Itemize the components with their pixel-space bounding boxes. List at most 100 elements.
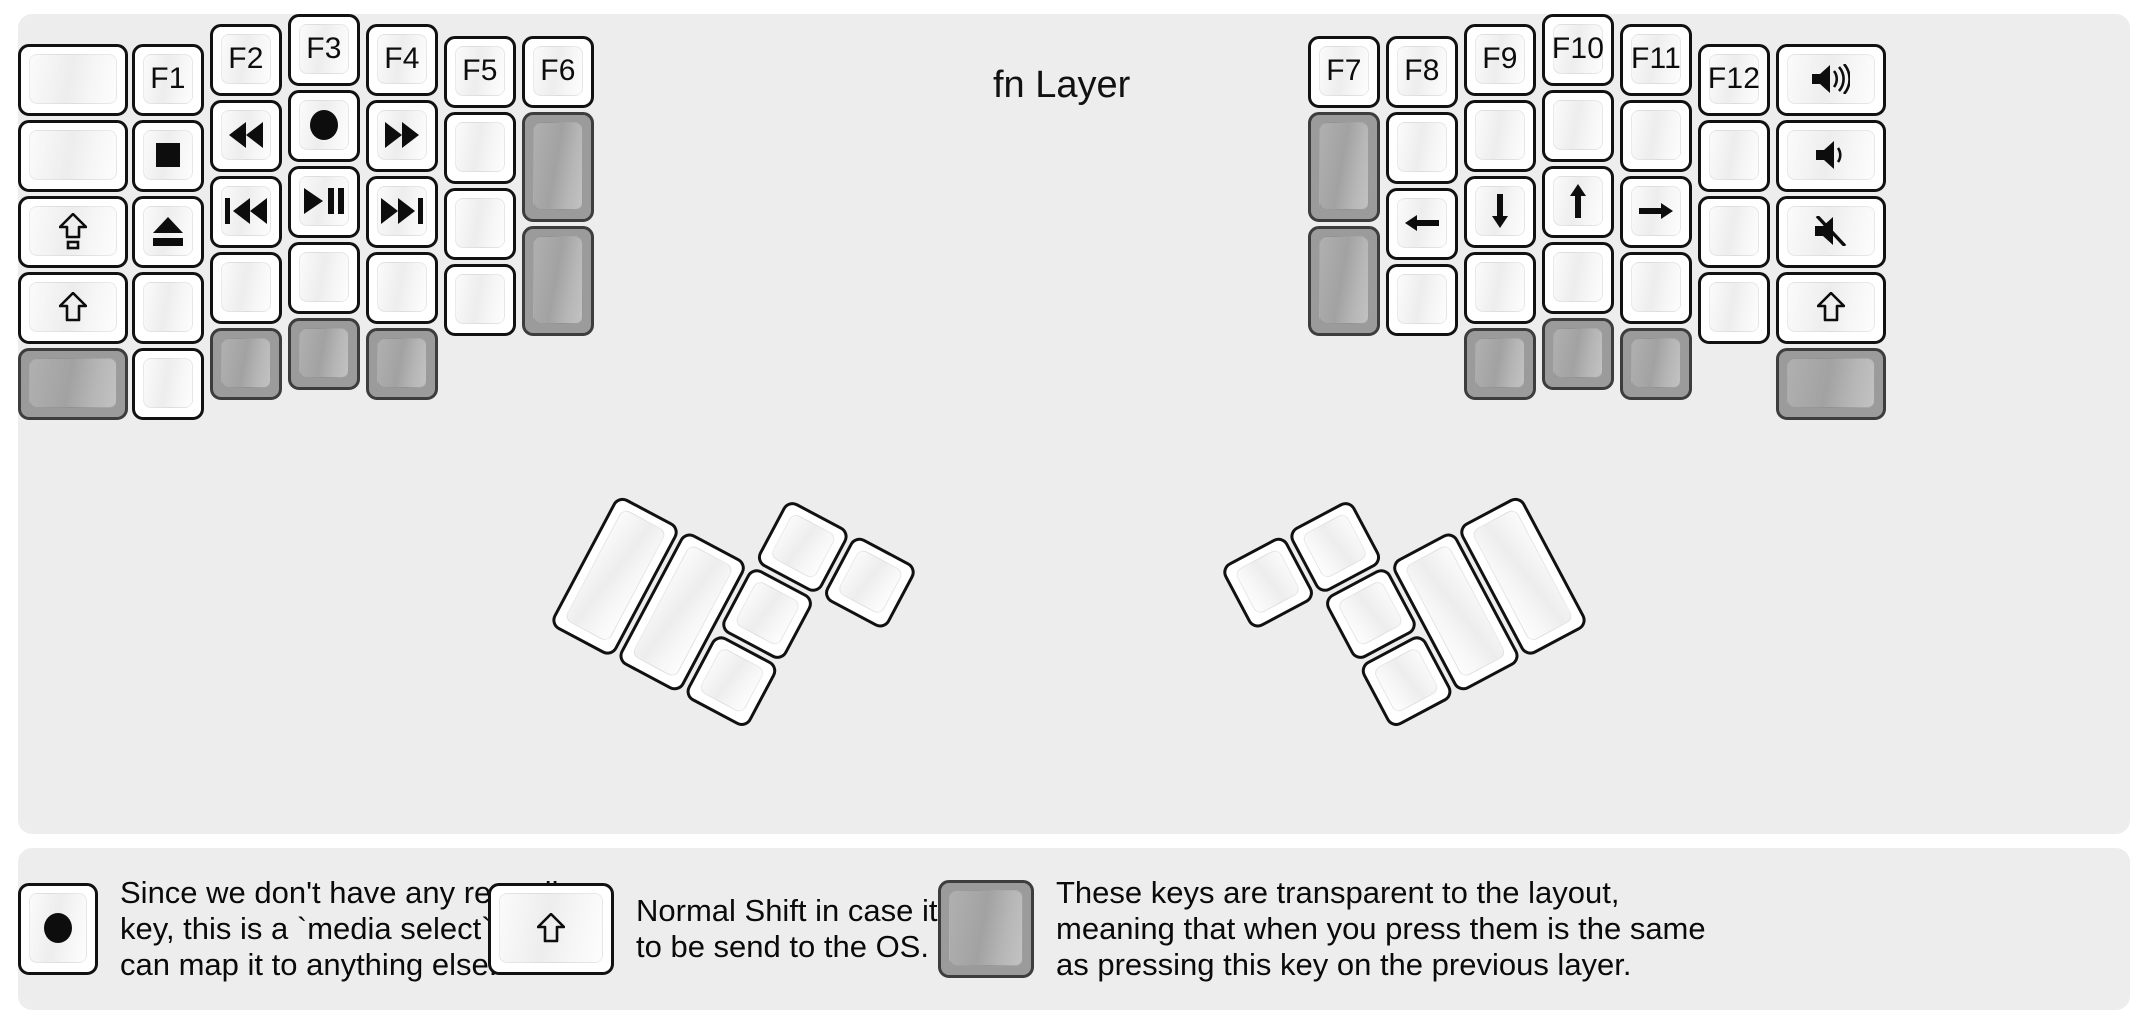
keycap-face <box>455 274 505 324</box>
key-left-col-pinky-outer-3[interactable] <box>18 272 128 344</box>
key-right-col-pinky-1[interactable] <box>1698 120 1770 192</box>
key-left-col-ring-0[interactable]: F2 <box>210 24 282 96</box>
key-left-col-innermost-1[interactable] <box>522 112 594 222</box>
key-right-col-innermost-0[interactable]: F7 <box>1308 36 1380 108</box>
key-right-col-index-2[interactable] <box>1464 176 1536 248</box>
media-play-pause-icon <box>304 188 344 214</box>
key-right-col-middle-1[interactable] <box>1542 90 1614 162</box>
key-right-col-pinky-3[interactable] <box>1698 272 1770 344</box>
keycap-face: F8 <box>1397 46 1447 96</box>
key-right-col-index-1[interactable] <box>1464 100 1536 172</box>
keycap-face <box>733 579 802 647</box>
key-left-col-pinky-outer-2[interactable] <box>18 196 128 268</box>
key-left-col-middle-1[interactable] <box>288 90 360 162</box>
keycap-face <box>769 512 838 580</box>
key-right-col-ring-4[interactable] <box>1620 328 1692 400</box>
key-right-col-index-4[interactable] <box>1464 328 1536 400</box>
key-label: F5 <box>462 54 498 87</box>
key-left-col-inner-2[interactable] <box>444 188 516 260</box>
keycap-face <box>1397 122 1447 172</box>
key-right-col-ring-1[interactable] <box>1620 100 1692 172</box>
key-right-col-innermost-2[interactable] <box>1308 226 1380 336</box>
key-right-col-middle-3[interactable] <box>1542 242 1614 314</box>
keycap-face <box>1553 328 1603 378</box>
key-label: F10 <box>1551 32 1605 65</box>
key-right-col-middle-4[interactable] <box>1542 318 1614 390</box>
keycap-face <box>299 328 349 378</box>
key-left-col-index-3[interactable] <box>366 252 438 324</box>
key-right-col-middle-0[interactable]: F10 <box>1542 14 1614 86</box>
key-left-col-middle-3[interactable] <box>288 242 360 314</box>
keycap-face <box>221 338 271 388</box>
key-left-col-pinky-4[interactable] <box>132 348 204 420</box>
keycap-face: F3 <box>299 24 349 74</box>
keycap-face <box>1300 512 1369 580</box>
media-stop-icon <box>156 143 180 167</box>
arrow-left-icon <box>1405 213 1439 233</box>
key-right-col-pinky-outer-2[interactable] <box>1776 196 1886 268</box>
key-left-col-middle-0[interactable]: F3 <box>288 14 360 86</box>
keycap-face <box>29 130 117 180</box>
keycap-face <box>143 358 193 408</box>
key-left-col-index-2[interactable] <box>366 176 438 248</box>
arrow-up-icon <box>1568 184 1588 218</box>
key-left-col-innermost-0[interactable]: F6 <box>522 36 594 108</box>
key-left-col-pinky-outer-4[interactable] <box>18 348 128 420</box>
key-left-col-middle-2[interactable] <box>288 166 360 238</box>
arrow-right-icon <box>1639 201 1673 221</box>
key-left-col-inner-3[interactable] <box>444 264 516 336</box>
keycap-face <box>377 262 427 312</box>
keycap-face <box>1631 338 1681 388</box>
key-right-col-inner-3[interactable] <box>1386 264 1458 336</box>
key-left-col-middle-4[interactable] <box>288 318 360 390</box>
key-left-col-inner-0[interactable]: F5 <box>444 36 516 108</box>
key-right-col-index-3[interactable] <box>1464 252 1536 324</box>
key-right-col-pinky-outer-4[interactable] <box>1776 348 1886 420</box>
keycap-face <box>1787 130 1875 180</box>
key-label: F7 <box>1326 54 1362 87</box>
media-eject-icon <box>153 216 183 246</box>
media-rewind-icon <box>229 122 263 148</box>
key-right-col-middle-2[interactable] <box>1542 166 1614 238</box>
key-right-col-pinky-0[interactable]: F12 <box>1698 44 1770 116</box>
keycap-face: F1 <box>143 54 193 104</box>
keycap-face <box>1787 54 1875 104</box>
media-record-icon <box>309 110 339 140</box>
key-left-col-ring-2[interactable] <box>210 176 282 248</box>
key-left-col-pinky-3[interactable] <box>132 272 204 344</box>
key-label: F9 <box>1482 42 1518 75</box>
keycap-face: F5 <box>455 46 505 96</box>
key-left-col-pinky-1[interactable] <box>132 120 204 192</box>
key-right-col-ring-3[interactable] <box>1620 252 1692 324</box>
key-right-col-pinky-outer-1[interactable] <box>1776 120 1886 192</box>
key-right-col-index-0[interactable]: F9 <box>1464 24 1536 96</box>
key-right-col-pinky-2[interactable] <box>1698 196 1770 268</box>
keycap-face <box>1336 579 1405 647</box>
key-right-col-innermost-1[interactable] <box>1308 112 1380 222</box>
key-right-col-pinky-outer-3[interactable] <box>1776 272 1886 344</box>
keycap-face: F6 <box>533 46 583 96</box>
key-left-col-ring-1[interactable] <box>210 100 282 172</box>
key-left-col-pinky-2[interactable] <box>132 196 204 268</box>
key-right-col-ring-2[interactable] <box>1620 176 1692 248</box>
key-right-col-inner-0[interactable]: F8 <box>1386 36 1458 108</box>
key-left-col-innermost-2[interactable] <box>522 226 594 336</box>
key-right-col-inner-2[interactable] <box>1386 188 1458 260</box>
key-left-col-inner-1[interactable] <box>444 112 516 184</box>
keycap-face <box>299 252 349 302</box>
key-left-col-ring-4[interactable] <box>210 328 282 400</box>
key-left-col-index-4[interactable] <box>366 328 438 400</box>
keycap-face <box>1397 274 1447 324</box>
key-right-col-ring-0[interactable]: F11 <box>1620 24 1692 96</box>
key-right-col-inner-1[interactable] <box>1386 112 1458 184</box>
media-record-icon <box>43 913 73 943</box>
key-right-col-pinky-outer-0[interactable] <box>1776 44 1886 116</box>
key-left-col-pinky-outer-1[interactable] <box>18 120 128 192</box>
key-left-col-pinky-0[interactable]: F1 <box>132 44 204 116</box>
key-left-col-pinky-outer-0[interactable] <box>18 44 128 116</box>
key-left-col-index-1[interactable] <box>366 100 438 172</box>
key-label: F12 <box>1707 62 1761 95</box>
key-left-col-index-0[interactable]: F4 <box>366 24 438 96</box>
keycap-face <box>221 262 271 312</box>
key-left-col-ring-3[interactable] <box>210 252 282 324</box>
